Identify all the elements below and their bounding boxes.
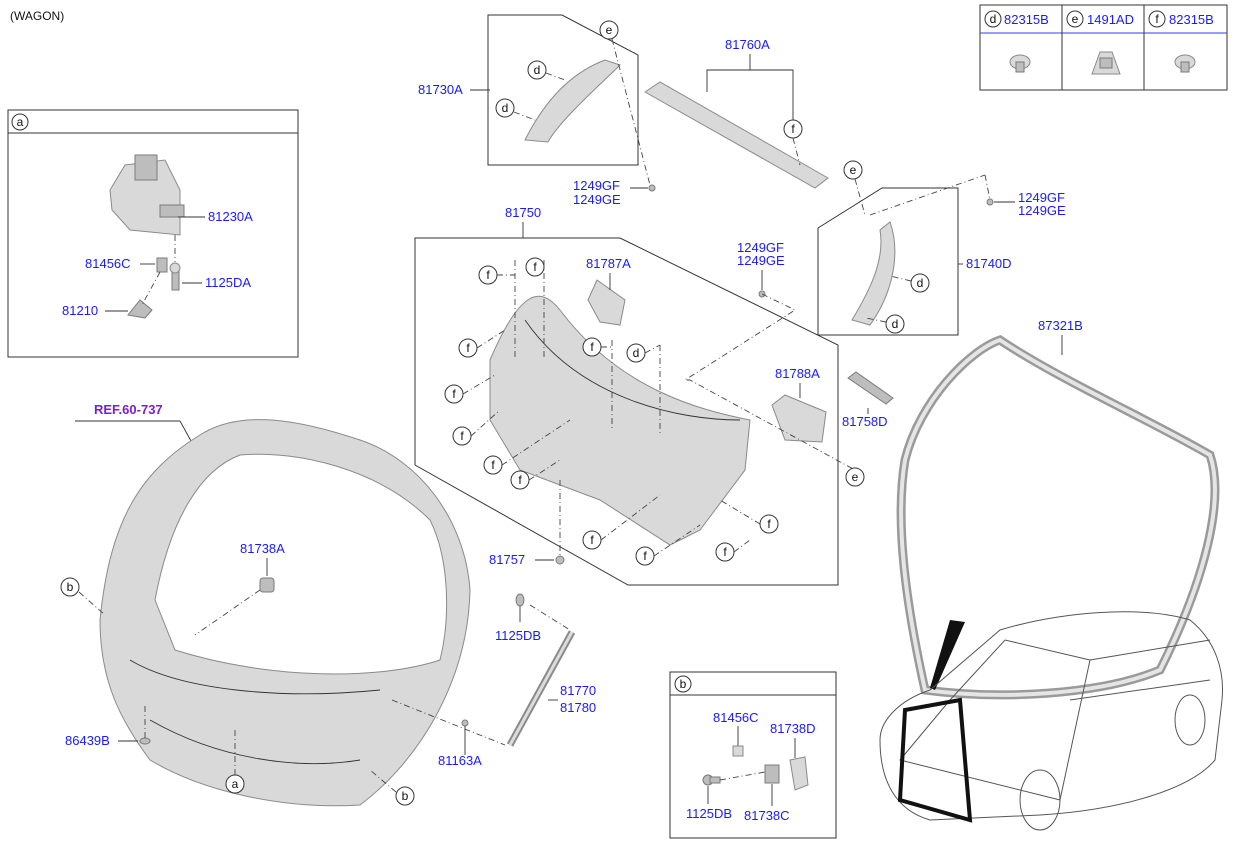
svg-text:e: e: [606, 23, 613, 37]
inset-a-label-81456C: 81456C: [85, 256, 131, 271]
grip-right-icon: [771, 394, 827, 443]
label-1125DB: 1125DB: [495, 628, 541, 643]
svg-text:f: f: [533, 260, 537, 274]
svg-text:b: b: [67, 580, 74, 594]
clip-d-icon: [1009, 54, 1031, 73]
svg-text:d: d: [502, 101, 509, 115]
pin-icon: [156, 257, 168, 273]
inset-a-label-81210: 81210: [62, 303, 98, 318]
svg-text:f: f: [723, 545, 727, 559]
svg-text:e: e: [850, 163, 857, 177]
label-87321B: 87321B: [1038, 318, 1083, 333]
table-letter-d: d: [990, 12, 997, 26]
car-silhouette: [879, 611, 1224, 831]
inset-b-label-81738D: 81738D: [770, 721, 816, 736]
inset-b-letter: b: [680, 677, 687, 691]
bumper-icon: [789, 756, 809, 791]
label-1249GE-c: 1249GE: [737, 253, 785, 268]
pin-icon: [732, 745, 744, 757]
label-81787A: 81787A: [586, 256, 631, 271]
svg-text:b: b: [402, 789, 409, 803]
inset-b-label-81456C: 81456C: [713, 710, 759, 725]
label-1249GF-c: 1249GF: [737, 240, 784, 255]
tailgate-shell-group: REF.60-737 b a b 86439B 81738A 1125DB: [60, 402, 596, 807]
stop-icon: [764, 764, 780, 784]
weatherstrip-group: 87321B: [896, 318, 1220, 700]
svg-text:f: f: [460, 429, 464, 443]
svg-text:f: f: [486, 268, 490, 282]
label-81788A: 81788A: [775, 366, 820, 381]
label-1249GE-a: 1249GE: [573, 192, 621, 207]
latch-icon: [109, 154, 185, 236]
svg-text:d: d: [892, 317, 899, 331]
bolt-icon: [169, 262, 181, 291]
label-81738A: 81738A: [240, 541, 285, 556]
svg-text:f: f: [767, 517, 771, 531]
label-81750: 81750: [505, 205, 541, 220]
grip-left-icon: [587, 279, 626, 326]
clip-f-icon: [1174, 54, 1196, 73]
trim-side-right-group: 81740D e d d 1249GF 1249GE: [817, 160, 1066, 336]
right-trim-icon: [851, 221, 896, 326]
inset-a-letter: a: [17, 115, 24, 129]
label-81780: 81780: [560, 700, 596, 715]
trim-side-upper-group: 81730A d d e 1249GF 1249GE: [418, 14, 656, 207]
svg-text:f: f: [466, 341, 470, 355]
trim-panel-group: 81750 81787A 81788A 81758D 1249GF 1249GE…: [414, 205, 894, 586]
inset-b-label-81738C: 81738C: [744, 808, 790, 823]
svg-text:f: f: [590, 533, 594, 547]
table-part-f: 82315B: [1169, 12, 1214, 27]
inset-b-label-1125DB: 1125DB: [686, 806, 732, 821]
bracket-icon: [127, 299, 153, 319]
inset-a-label-81230A: 81230A: [208, 209, 253, 224]
svg-text:a: a: [232, 777, 239, 791]
svg-text:f: f: [643, 549, 647, 563]
svg-text:f: f: [791, 122, 795, 136]
svg-text:f: f: [452, 387, 456, 401]
table-part-e: 1491AD: [1087, 12, 1134, 27]
table-letter-f: f: [1155, 12, 1159, 26]
inset-a: a 81230A 81456C 1125DA 81210: [7, 109, 299, 358]
table-part-d: 82315B: [1004, 12, 1049, 27]
fastener-table: d 82315B e 1491AD f 82315B: [979, 4, 1228, 91]
svg-text:d: d: [534, 63, 541, 77]
label-86439B: 86439B: [65, 733, 110, 748]
inset-b: b 81456C 81738D 1125DB 81738C: [669, 671, 837, 839]
inset-a-label-1125DA: 1125DA: [205, 275, 251, 290]
spoiler-trim-icon: [644, 81, 829, 189]
svg-text:d: d: [633, 346, 640, 360]
label-1249GE-b: 1249GE: [1018, 203, 1066, 218]
label-81740D: 81740D: [966, 256, 1012, 271]
label-81163A: 81163A: [438, 753, 482, 768]
ref-label: REF.60-737: [94, 402, 163, 417]
label-81757: 81757: [489, 552, 525, 567]
label-81770: 81770: [560, 683, 596, 698]
trim-panel-icon: [489, 295, 751, 546]
label-1249GF-b: 1249GF: [1018, 190, 1065, 205]
insert-icon: [847, 371, 894, 405]
spoiler-trim-group: 81760A f: [644, 37, 829, 189]
label-81758D: 81758D: [842, 414, 888, 429]
svg-text:f: f: [518, 473, 522, 487]
upper-trim-icon: [524, 59, 621, 143]
bolt-icon: [702, 774, 721, 786]
variant-label: (WAGON): [10, 9, 64, 23]
svg-text:e: e: [852, 470, 859, 484]
label-1249GF-a: 1249GF: [573, 178, 620, 193]
table-letter-e: e: [1072, 12, 1079, 26]
svg-text:f: f: [590, 340, 594, 354]
bumper-icon: [259, 577, 275, 593]
label-81730A: 81730A: [418, 82, 463, 97]
svg-text:f: f: [491, 458, 495, 472]
label-81760A: 81760A: [725, 37, 770, 52]
svg-text:d: d: [917, 276, 924, 290]
clip-e-icon: [1091, 51, 1121, 75]
